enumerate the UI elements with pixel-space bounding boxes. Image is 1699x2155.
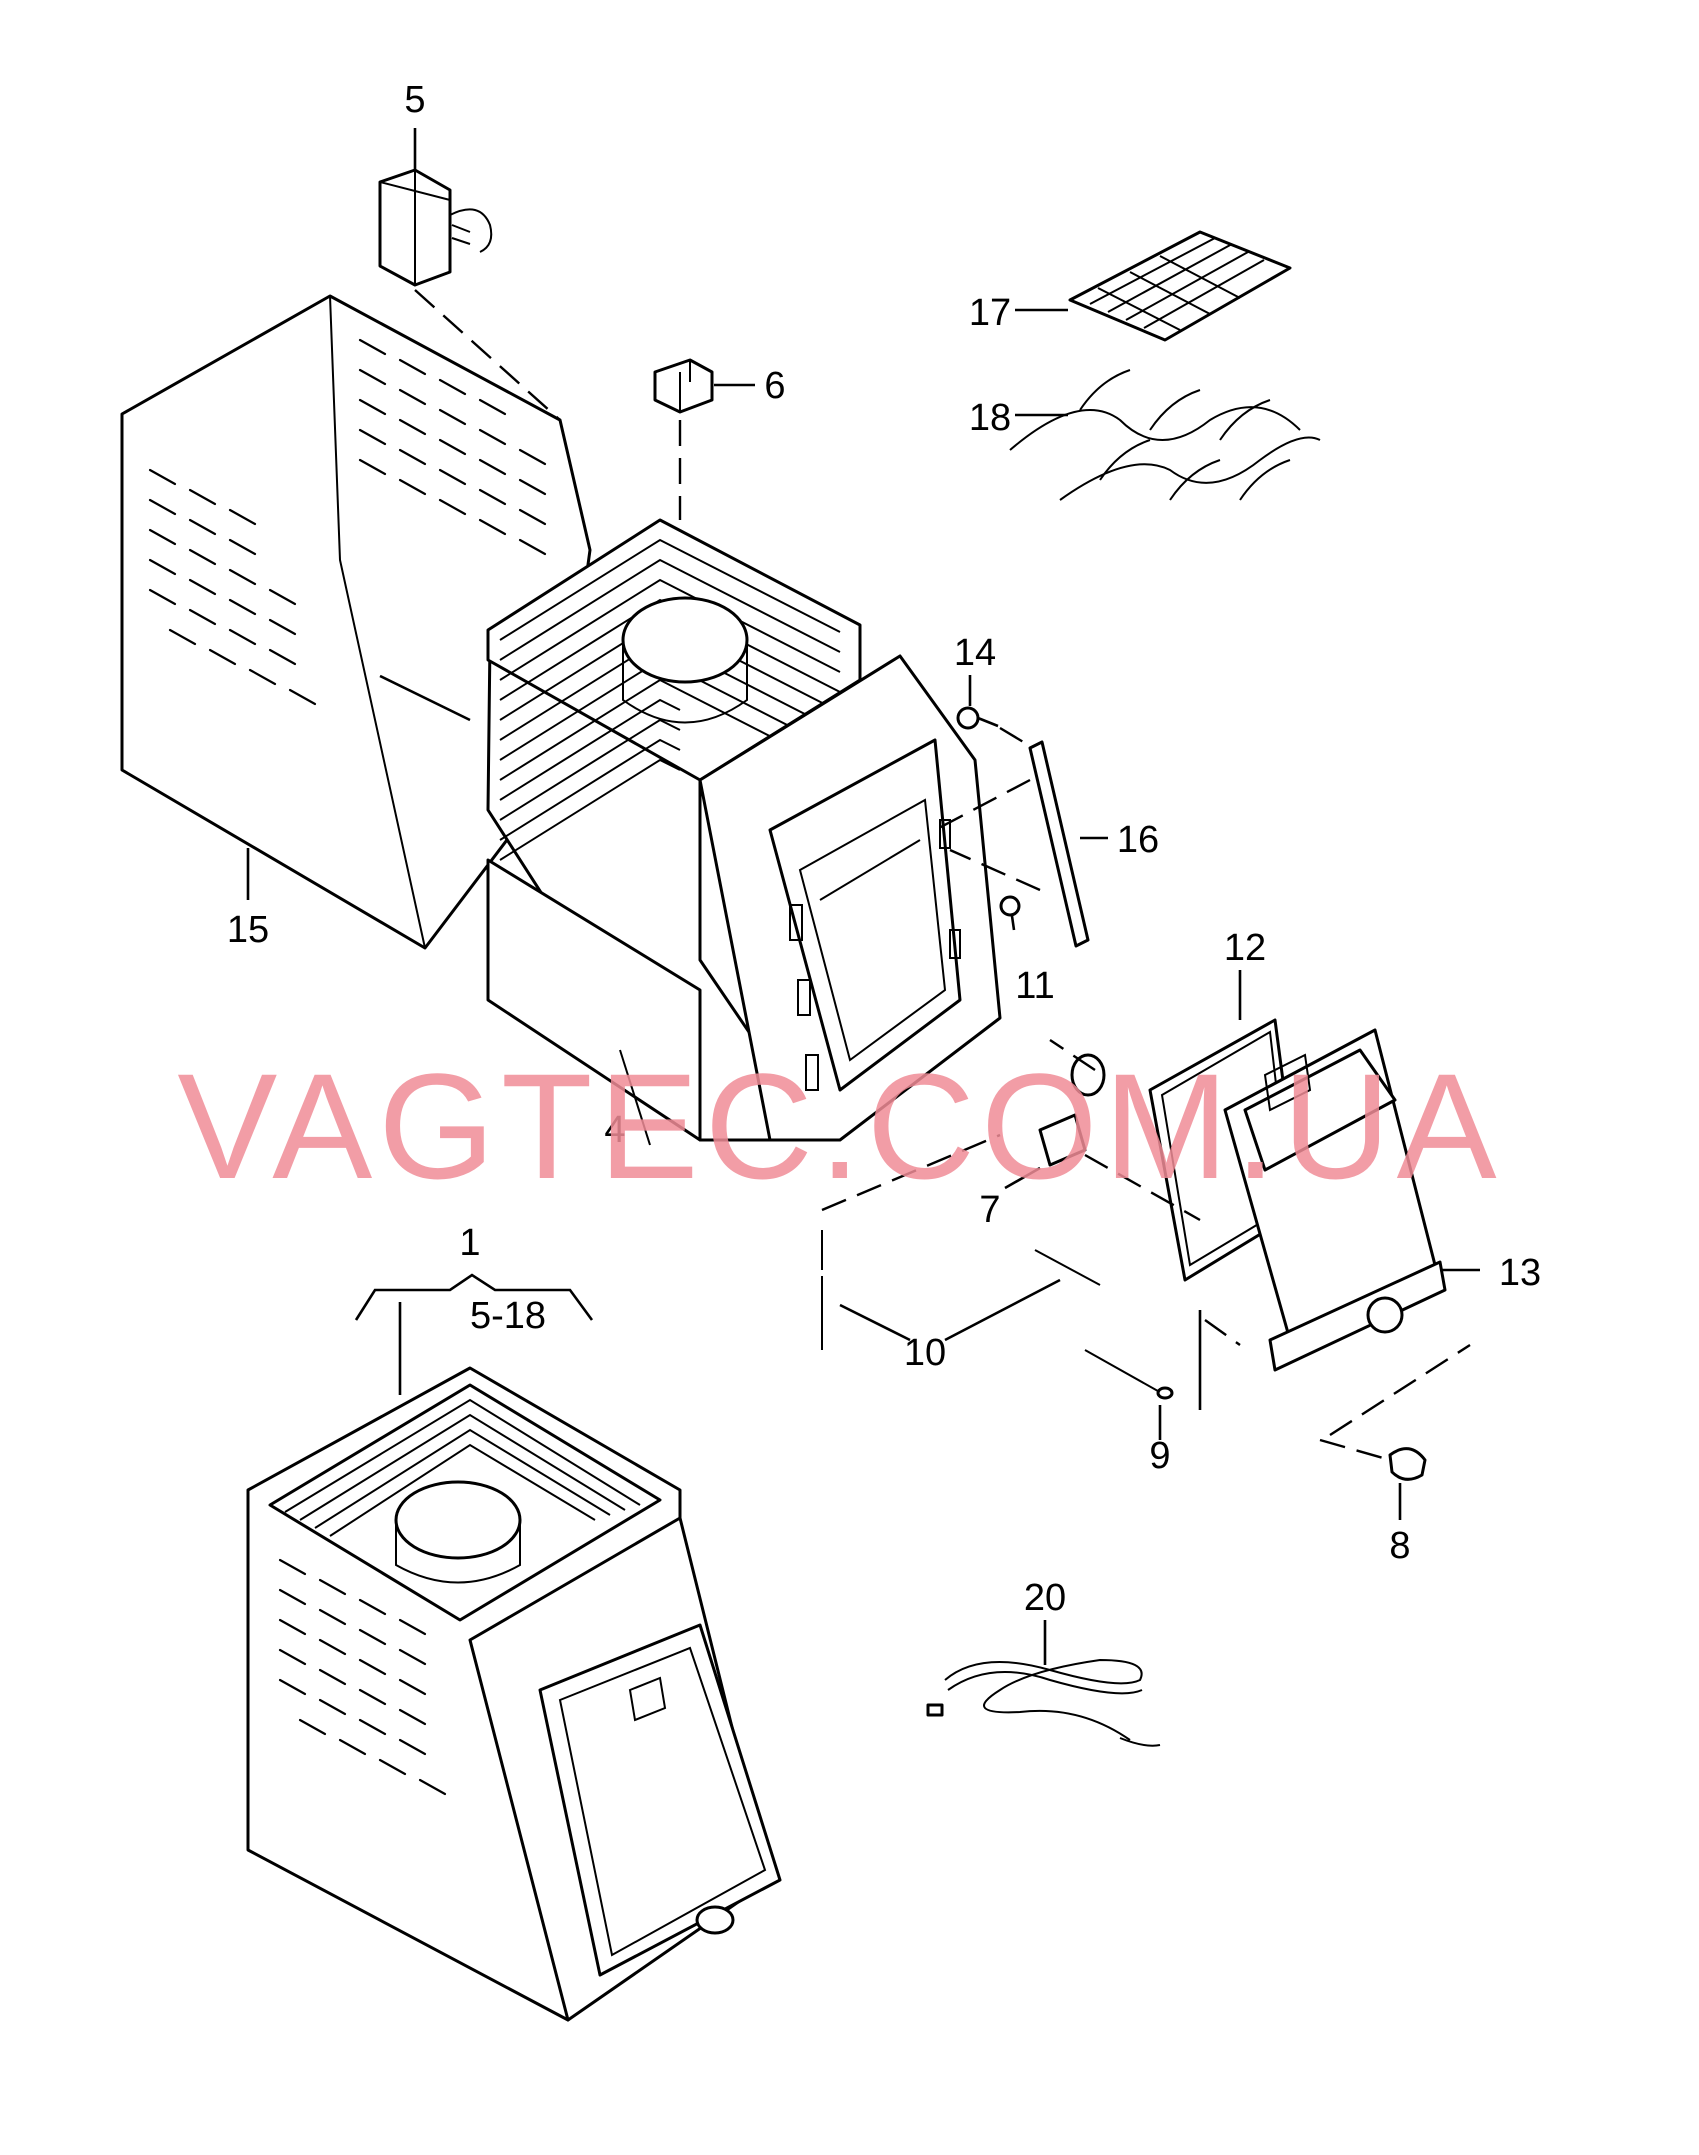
callout-1-range: 5-18 (470, 1295, 546, 1337)
part-10-lamp (821, 1133, 1101, 1350)
part-15-side-panel (120, 294, 592, 950)
callout-11: 11 (1015, 965, 1054, 1007)
part-4-cooling-unit-body (486, 518, 862, 1146)
callout-16: 16 (1117, 819, 1159, 861)
callout-5: 5 (404, 79, 425, 121)
part-16-hinge-bar (934, 740, 1108, 948)
part-18-bottle-rack (1009, 369, 1321, 501)
part-17-shelf-rack (1015, 230, 1292, 342)
part-7-switch (1004, 1039, 1201, 1222)
part-20-power-cable (926, 1620, 1161, 1747)
part-front-frame (698, 654, 1002, 1142)
part-8-knob (1319, 1343, 1471, 1520)
callout-13: 13 (1499, 1252, 1541, 1294)
callout-labels: 5 6 17 18 14 16 11 12 15 4 7 13 1 5-18 1… (227, 79, 1541, 1619)
part-6-sensor-plug (653, 358, 755, 520)
callout-18: 18 (969, 397, 1011, 439)
part-5-control-box (378, 128, 561, 421)
callout-10: 10 (904, 1332, 946, 1374)
callout-4: 4 (604, 1109, 625, 1151)
callout-17: 17 (969, 292, 1011, 334)
callout-15: 15 (227, 909, 269, 951)
part-14-screw (956, 675, 1041, 754)
callout-7: 7 (979, 1189, 1000, 1231)
callout-8: 8 (1389, 1525, 1410, 1567)
callout-20: 20 (1024, 1577, 1066, 1619)
callout-6: 6 (764, 365, 785, 407)
callout-9: 9 (1149, 1435, 1170, 1477)
part-11-screw (999, 895, 1021, 931)
callout-14: 14 (954, 632, 996, 674)
part-1-assembled-unit (246, 1273, 782, 2022)
watermark-text: VAGTEC.COM.UA (177, 1042, 1502, 1210)
part-13-door (1223, 1028, 1480, 1372)
part-9-bulb (1084, 1310, 1241, 1440)
callout-1: 1 (459, 1222, 480, 1264)
callout-12: 12 (1224, 927, 1266, 969)
